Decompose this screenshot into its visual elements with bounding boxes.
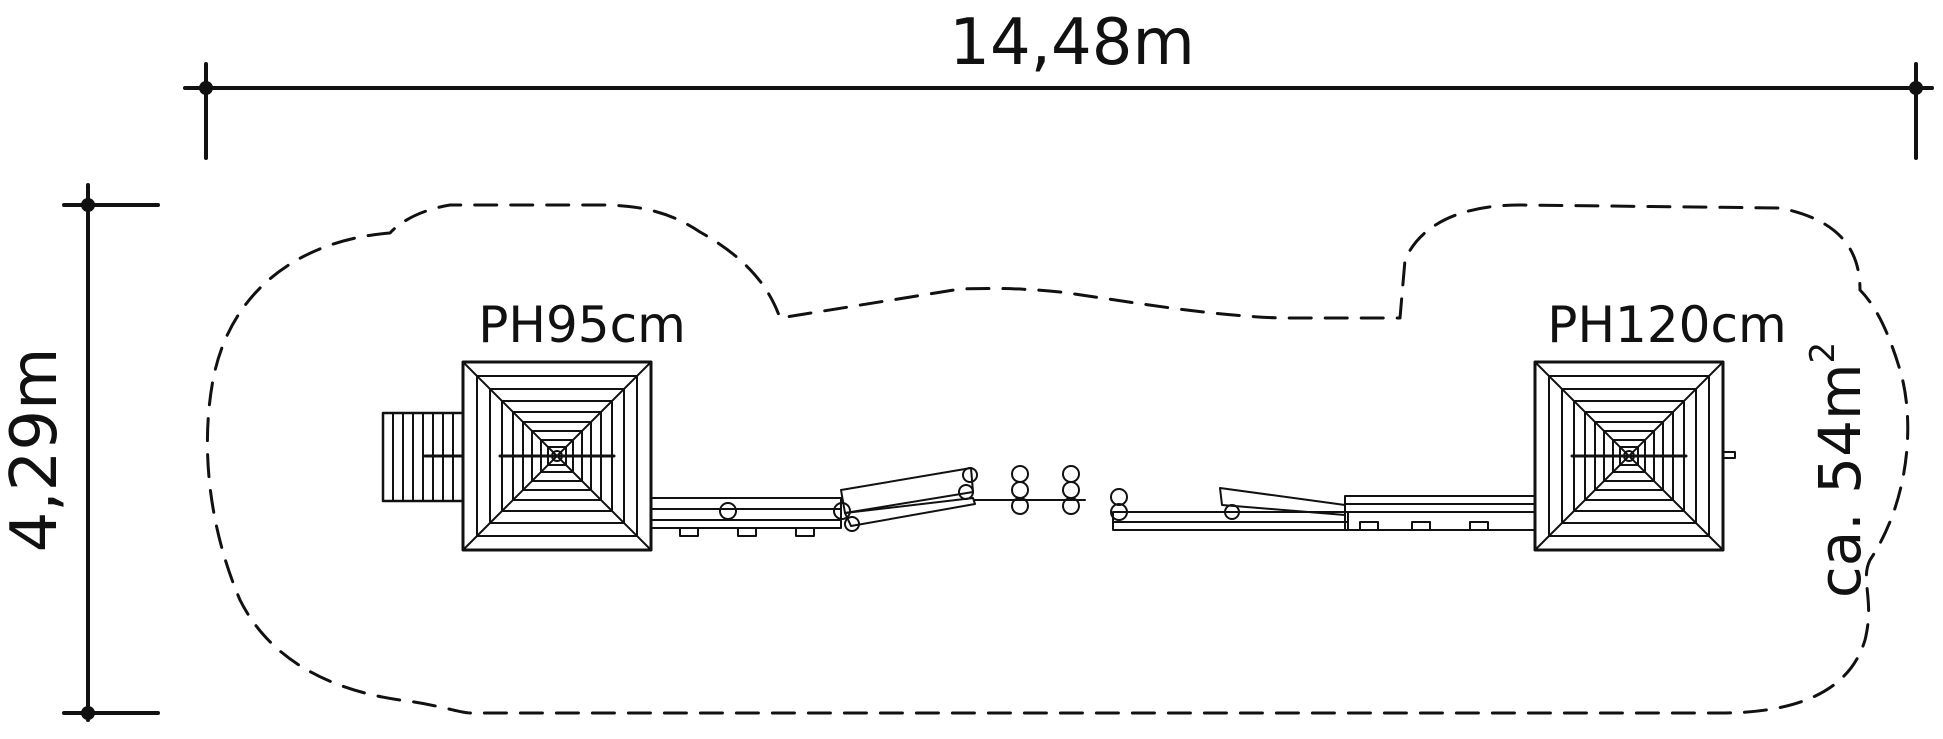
area-label-superscript: 2 — [1803, 342, 1843, 364]
height-dimension — [62, 183, 160, 722]
width-dimension — [183, 62, 1934, 160]
safety-area-outline — [205, 203, 1910, 715]
width-label: 14,48m — [949, 6, 1195, 80]
right-walkway — [1112, 487, 1536, 531]
middle-posts — [1011, 465, 1128, 521]
left-tower-height-label: PH95cm — [478, 296, 686, 354]
left-climbing-wall — [381, 411, 465, 503]
left-tower-roof — [461, 360, 653, 552]
left-walkway — [650, 467, 1086, 537]
area-label: ca. 54m2 — [1803, 342, 1874, 598]
right-tower-roof — [1533, 360, 1736, 552]
area-label-text: ca. 54m — [1806, 364, 1874, 599]
area-label-group: ca. 54m2 — [1803, 342, 1874, 598]
right-tower-height-label: PH120cm — [1547, 296, 1786, 354]
height-label: 4,29m — [0, 348, 72, 553]
